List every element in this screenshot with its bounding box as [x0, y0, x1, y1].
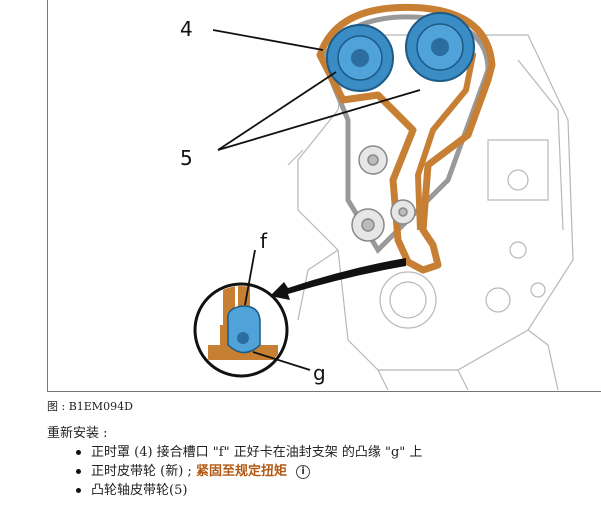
list-item: 正时皮带轮 (新) ; 紧固至规定扭矩 i [75, 462, 422, 481]
list-item: 凸轮轴皮带轮(5) [75, 481, 422, 500]
engine-block [287, 34, 574, 391]
engine-diagram: 4 5 f g [47, 0, 601, 392]
camshaft-pulley-left [326, 24, 394, 92]
info-icon[interactable]: i [296, 465, 311, 479]
torque-link[interactable]: 紧固至规定扭矩 [195, 464, 287, 479]
detail-arrow [270, 258, 406, 300]
list-item: 正时罩 (4) 接合槽口 "f" 正好卡在油封支架 的凸缘 "g" 上 [75, 443, 423, 462]
engine-illustration: 4 5 f g [180, 3, 574, 391]
reinstall-section: 重新安装 : 正时罩 (4) 接合槽口 "f" 正好卡在油封支架 的凸缘 "g"… [47, 424, 422, 500]
callout-g: g [313, 361, 326, 385]
callout-4: 4 [180, 17, 193, 41]
callout-f: f [260, 229, 268, 253]
step-text: 正时罩 (4) 接合槽口 "f" 正好卡在油封支架 的凸缘 "g" 上 [91, 445, 423, 460]
detail-circle [193, 249, 311, 378]
steps-list: 正时罩 (4) 接合槽口 "f" 正好卡在油封支架 的凸缘 "g" 上 正时皮带… [47, 443, 422, 500]
section-heading: 重新安装 : [47, 426, 108, 441]
step-text: 凸轮轴皮带轮(5) [91, 483, 188, 498]
step-text: 正时皮带轮 (新) ; [91, 464, 192, 479]
figure-caption: 图 : B1EM094D [47, 400, 133, 413]
timing-cover [316, 3, 496, 274]
camshaft-pulley-right [405, 12, 475, 82]
callout-5: 5 [180, 146, 193, 170]
